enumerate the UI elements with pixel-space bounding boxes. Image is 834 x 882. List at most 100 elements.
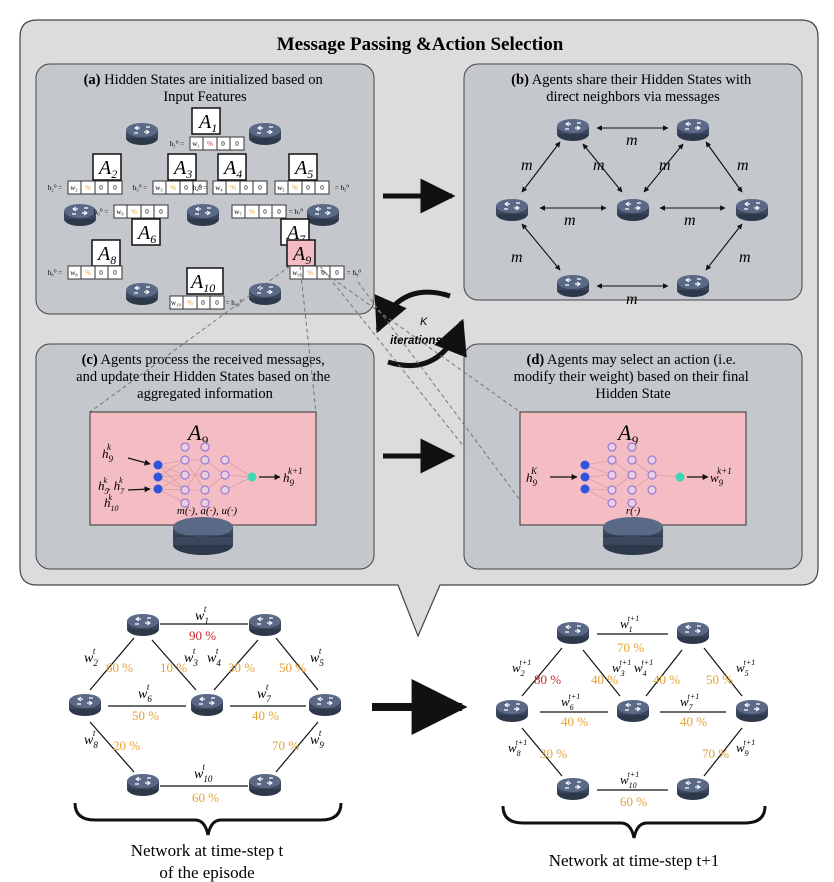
svg-text:%: % bbox=[85, 269, 91, 277]
svg-text:m: m bbox=[511, 249, 523, 266]
svg-text:h₈⁰ =: h₈⁰ = bbox=[48, 269, 62, 277]
svg-text:m: m bbox=[521, 157, 533, 174]
svg-text:20 %: 20 % bbox=[113, 738, 140, 753]
svg-text:h₃⁰ =: h₃⁰ = bbox=[133, 184, 147, 192]
svg-text:40 %: 40 % bbox=[680, 714, 707, 729]
svg-text:0: 0 bbox=[99, 184, 103, 192]
svg-text:40 %: 40 % bbox=[653, 672, 680, 687]
svg-text:0: 0 bbox=[215, 299, 219, 307]
svg-text:w5t: w5t bbox=[310, 646, 324, 668]
svg-text:m: m bbox=[659, 157, 671, 174]
panel-a-title: (a) Hidden States are initialized based … bbox=[84, 72, 327, 105]
panel-b-network: m m m m m m m m m m bbox=[495, 118, 769, 308]
svg-text:70 %: 70 % bbox=[617, 640, 644, 655]
svg-text:= h₁₀⁰: = h₁₀⁰ bbox=[226, 299, 243, 307]
svg-text:0: 0 bbox=[321, 269, 325, 277]
svg-text:30 %: 30 % bbox=[228, 660, 255, 675]
svg-text:70 %: 70 % bbox=[272, 738, 299, 753]
svg-text:%: % bbox=[249, 208, 255, 216]
svg-text:0: 0 bbox=[235, 140, 239, 148]
svg-text:50 %: 50 % bbox=[132, 708, 159, 723]
svg-text:h9K: h9K bbox=[526, 466, 538, 488]
panel-d-agent: A9 h9K w9k+1 r(·) bbox=[519, 411, 747, 555]
svg-text:= h₉⁰: = h₉⁰ bbox=[347, 269, 362, 277]
svg-text:w2t: w2t bbox=[84, 646, 98, 668]
svg-text:0: 0 bbox=[320, 184, 324, 192]
svg-text:w₁: w₁ bbox=[192, 140, 200, 148]
loop-k: K bbox=[420, 316, 428, 328]
svg-text:60 %: 60 % bbox=[620, 794, 647, 809]
svg-text:m: m bbox=[684, 212, 696, 229]
svg-text:m: m bbox=[626, 291, 638, 308]
caption-t1: Network at time-step t+1 bbox=[549, 851, 720, 870]
main-title: Message Passing &Action Selection bbox=[277, 34, 564, 55]
svg-text:w10t: w10t bbox=[194, 762, 213, 784]
svg-text:0: 0 bbox=[258, 184, 262, 192]
svg-text:0: 0 bbox=[198, 184, 202, 192]
svg-text:0: 0 bbox=[335, 269, 339, 277]
network-t1: w1t+1 w2t+1 w3t+1 w4t+1 w5t+1 w6t+1 w7t+… bbox=[495, 614, 769, 870]
network-t: w1t w2t w3t w4t w5t w6t w7t w8t w9t w10t… bbox=[68, 604, 343, 882]
svg-text:h9k: h9k bbox=[102, 442, 114, 464]
svg-text:0: 0 bbox=[306, 184, 310, 192]
svg-text:%: % bbox=[131, 208, 137, 216]
svg-text:m: m bbox=[593, 157, 605, 174]
svg-text:w8t+1: w8t+1 bbox=[508, 738, 527, 758]
svg-text:%: % bbox=[307, 269, 313, 277]
loop-label: iterations bbox=[390, 335, 442, 347]
svg-text:m: m bbox=[564, 212, 576, 229]
panel-d-title: (d) Agents may select an action (i.e. mo… bbox=[514, 352, 753, 402]
svg-text:h₄⁰ =: h₄⁰ = bbox=[193, 184, 207, 192]
panel-c-agent: A9 h9k h5k, h7k h10k h9k+1 m(·), a(·), u… bbox=[89, 411, 317, 555]
svg-text:0: 0 bbox=[263, 208, 267, 216]
caption-t-line2: of the episode bbox=[159, 863, 254, 882]
caption-t-line1: Network at time-step t bbox=[131, 841, 284, 860]
svg-text:w10t+1: w10t+1 bbox=[620, 770, 639, 790]
svg-text:0: 0 bbox=[201, 299, 205, 307]
svg-text:0: 0 bbox=[145, 208, 149, 216]
svg-text:h₂⁰ =: h₂⁰ = bbox=[48, 184, 62, 192]
svg-text:%: % bbox=[170, 184, 176, 192]
svg-text:h₆⁰ =: h₆⁰ = bbox=[94, 208, 108, 216]
svg-text:10 %: 10 % bbox=[160, 660, 187, 675]
dashed-guides bbox=[89, 265, 521, 501]
svg-text:60 %: 60 % bbox=[192, 790, 219, 805]
svg-text:h5k, h7k: h5k, h7k bbox=[98, 476, 125, 496]
svg-text:w₆: w₆ bbox=[116, 208, 124, 216]
svg-text:0: 0 bbox=[244, 184, 248, 192]
svg-text:0: 0 bbox=[99, 269, 103, 277]
svg-text:w4t: w4t bbox=[207, 646, 221, 668]
svg-text:w6t: w6t bbox=[138, 682, 152, 704]
svg-text:w6t+1: w6t+1 bbox=[561, 692, 580, 712]
svg-text:w₃: w₃ bbox=[155, 184, 163, 192]
svg-text:w1t: w1t bbox=[195, 604, 209, 626]
svg-text:40 %: 40 % bbox=[561, 714, 588, 729]
svg-text:w3t: w3t bbox=[184, 646, 198, 668]
svg-text:m: m bbox=[739, 249, 751, 266]
svg-text:w₂: w₂ bbox=[70, 184, 78, 192]
svg-text:0: 0 bbox=[113, 184, 117, 192]
svg-text:w₉: w₉ bbox=[292, 269, 300, 277]
svg-text:w8t: w8t bbox=[84, 728, 98, 750]
svg-text:%: % bbox=[187, 299, 193, 307]
svg-text:w₄: w₄ bbox=[215, 184, 223, 192]
svg-text:90 %: 90 % bbox=[189, 628, 216, 643]
panel-c-title: (c) Agents process the received messages… bbox=[76, 352, 334, 402]
svg-text:w2t+1: w2t+1 bbox=[512, 658, 531, 678]
svg-text:%: % bbox=[292, 184, 298, 192]
svg-text:30 %: 30 % bbox=[540, 746, 567, 761]
svg-text:40 %: 40 % bbox=[252, 708, 279, 723]
svg-text:w7t+1: w7t+1 bbox=[680, 692, 699, 712]
svg-text:r(·): r(·) bbox=[626, 505, 641, 517]
svg-text:w5t+1: w5t+1 bbox=[736, 658, 755, 678]
svg-text:%: % bbox=[230, 184, 236, 192]
svg-text:60 %: 60 % bbox=[106, 660, 133, 675]
svg-text:m(·), a(·), u(·): m(·), a(·), u(·) bbox=[177, 505, 238, 517]
svg-text:A10: A10 bbox=[189, 271, 215, 295]
svg-text:80 %: 80 % bbox=[534, 672, 561, 687]
svg-text:50 %: 50 % bbox=[706, 672, 733, 687]
svg-text:w₁₀: w₁₀ bbox=[171, 299, 181, 307]
svg-text:m: m bbox=[737, 157, 749, 174]
svg-text:0: 0 bbox=[113, 269, 117, 277]
